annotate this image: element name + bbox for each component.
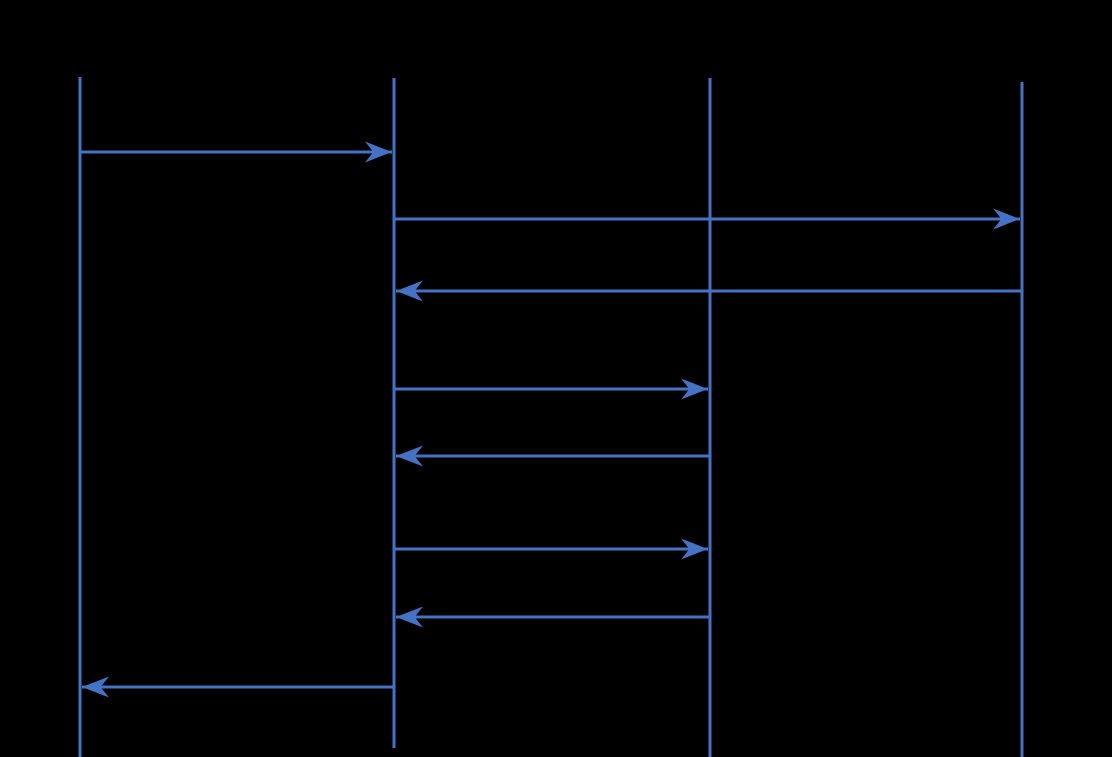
messages-group bbox=[81, 141, 1021, 698]
lifelines-group bbox=[78, 77, 1024, 757]
